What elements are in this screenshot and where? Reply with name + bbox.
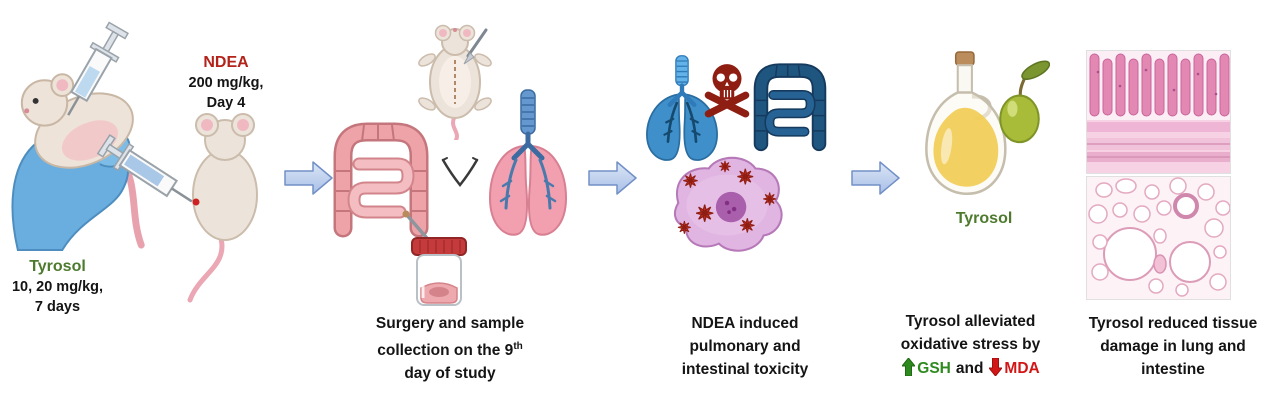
virus-icon: [682, 173, 699, 189]
stage4-caption-line2: pulmonary and: [689, 338, 801, 355]
right-arrow-icon: [851, 161, 900, 195]
alveolus-large: [1103, 227, 1157, 281]
tyrosol-product-label-block: Tyrosol: [926, 208, 1042, 229]
olive-leaf: [1021, 60, 1050, 80]
down-arrow-icon: [989, 358, 1003, 376]
stage5-caption-line2: oxidative stress by: [900, 336, 1041, 353]
stage3-caption-line3: day of study: [404, 365, 496, 383]
olive-icon: [999, 94, 1040, 144]
gsh-label: GSH: [917, 360, 951, 377]
intestine-histology-image: [1086, 50, 1231, 174]
ndea-dose-block: NDEA 200 mg/kg, Day 4: [168, 52, 284, 113]
injection-site-dot: [192, 198, 200, 206]
stage3-caption: Surgery and sample collection on the 9th…: [330, 312, 570, 385]
stage3-caption-line2: collection on the 9th: [330, 335, 570, 362]
syringe-icon: [96, 134, 193, 203]
stage6-caption-line3: intestine: [1141, 361, 1205, 378]
stage6-caption-line1: Tyrosol reduced tissue: [1088, 315, 1258, 332]
intestine-toxic-navy-icon: [748, 58, 832, 158]
flow-arrow-2: [588, 159, 638, 197]
damaged-cell-icon: [660, 146, 792, 260]
flow-arrow-3: [851, 159, 901, 197]
olive-oil-bottle-icon: [908, 50, 1050, 212]
stage3-caption-line2-text: collection on the 9: [377, 342, 514, 360]
ndea-dose: 200 mg/kg,: [188, 75, 264, 91]
olive-oil: [933, 107, 999, 187]
bronchiole-ring: [1173, 193, 1199, 219]
tyrosol-label: Tyrosol: [29, 258, 86, 275]
tyrosol-duration: 7 days: [34, 299, 81, 315]
ndea-label: NDEA: [203, 54, 249, 71]
stage4-caption-line3: intestinal toxicity: [681, 361, 809, 378]
skull-crossbones-icon: [700, 60, 754, 118]
ndea-day: Day 4: [206, 95, 246, 111]
mda-label: MDA: [1004, 360, 1040, 377]
cork: [954, 51, 975, 66]
up-arrow-icon: [902, 358, 916, 376]
tyrosol-product-label: Tyrosol: [955, 210, 1013, 227]
right-arrow-icon: [284, 161, 333, 195]
stage4-caption-line1: NDEA induced: [691, 315, 799, 332]
stage3-caption-line2-sup: th: [513, 341, 523, 352]
stage5-caption-line1: Tyrosol alleviated: [905, 313, 1036, 330]
ndea-injection-mouse-illustration: [60, 95, 290, 305]
cell-nucleus: [715, 191, 747, 223]
specimen-jar-icon: [398, 210, 480, 310]
lung-histology-image: [1086, 176, 1231, 300]
flow-arrow-1: [284, 159, 334, 197]
mouse-tail: [187, 232, 225, 303]
and-label: and: [955, 360, 984, 377]
hand-mouse-injection-illustration: [2, 20, 167, 252]
intestine-pink-icon: [326, 116, 436, 246]
surgery-mouse-icon: [410, 20, 500, 140]
mouse-body: [192, 149, 258, 241]
stage6-caption: Tyrosol reduced tissue damage in lung an…: [1068, 312, 1278, 381]
tyrosol-dose-block: Tyrosol 10, 20 mg/kg, 7 days: [0, 256, 115, 317]
forceps-icon: [437, 156, 481, 192]
right-arrow-icon: [588, 161, 637, 195]
stage6-caption-line2: damage in lung and: [1100, 338, 1246, 355]
stage3-caption-line1: Surgery and sample: [375, 315, 525, 332]
stage4-caption: NDEA induced pulmonary and intestinal to…: [630, 312, 860, 381]
scalpel-icon: [466, 28, 488, 58]
lungs-pink-icon: [478, 86, 578, 246]
syringe-icon: [67, 21, 129, 116]
tyrosol-dose: 10, 20 mg/kg,: [11, 279, 104, 295]
stage5-caption: Tyrosol alleviated oxidative stress by G…: [878, 310, 1063, 382]
